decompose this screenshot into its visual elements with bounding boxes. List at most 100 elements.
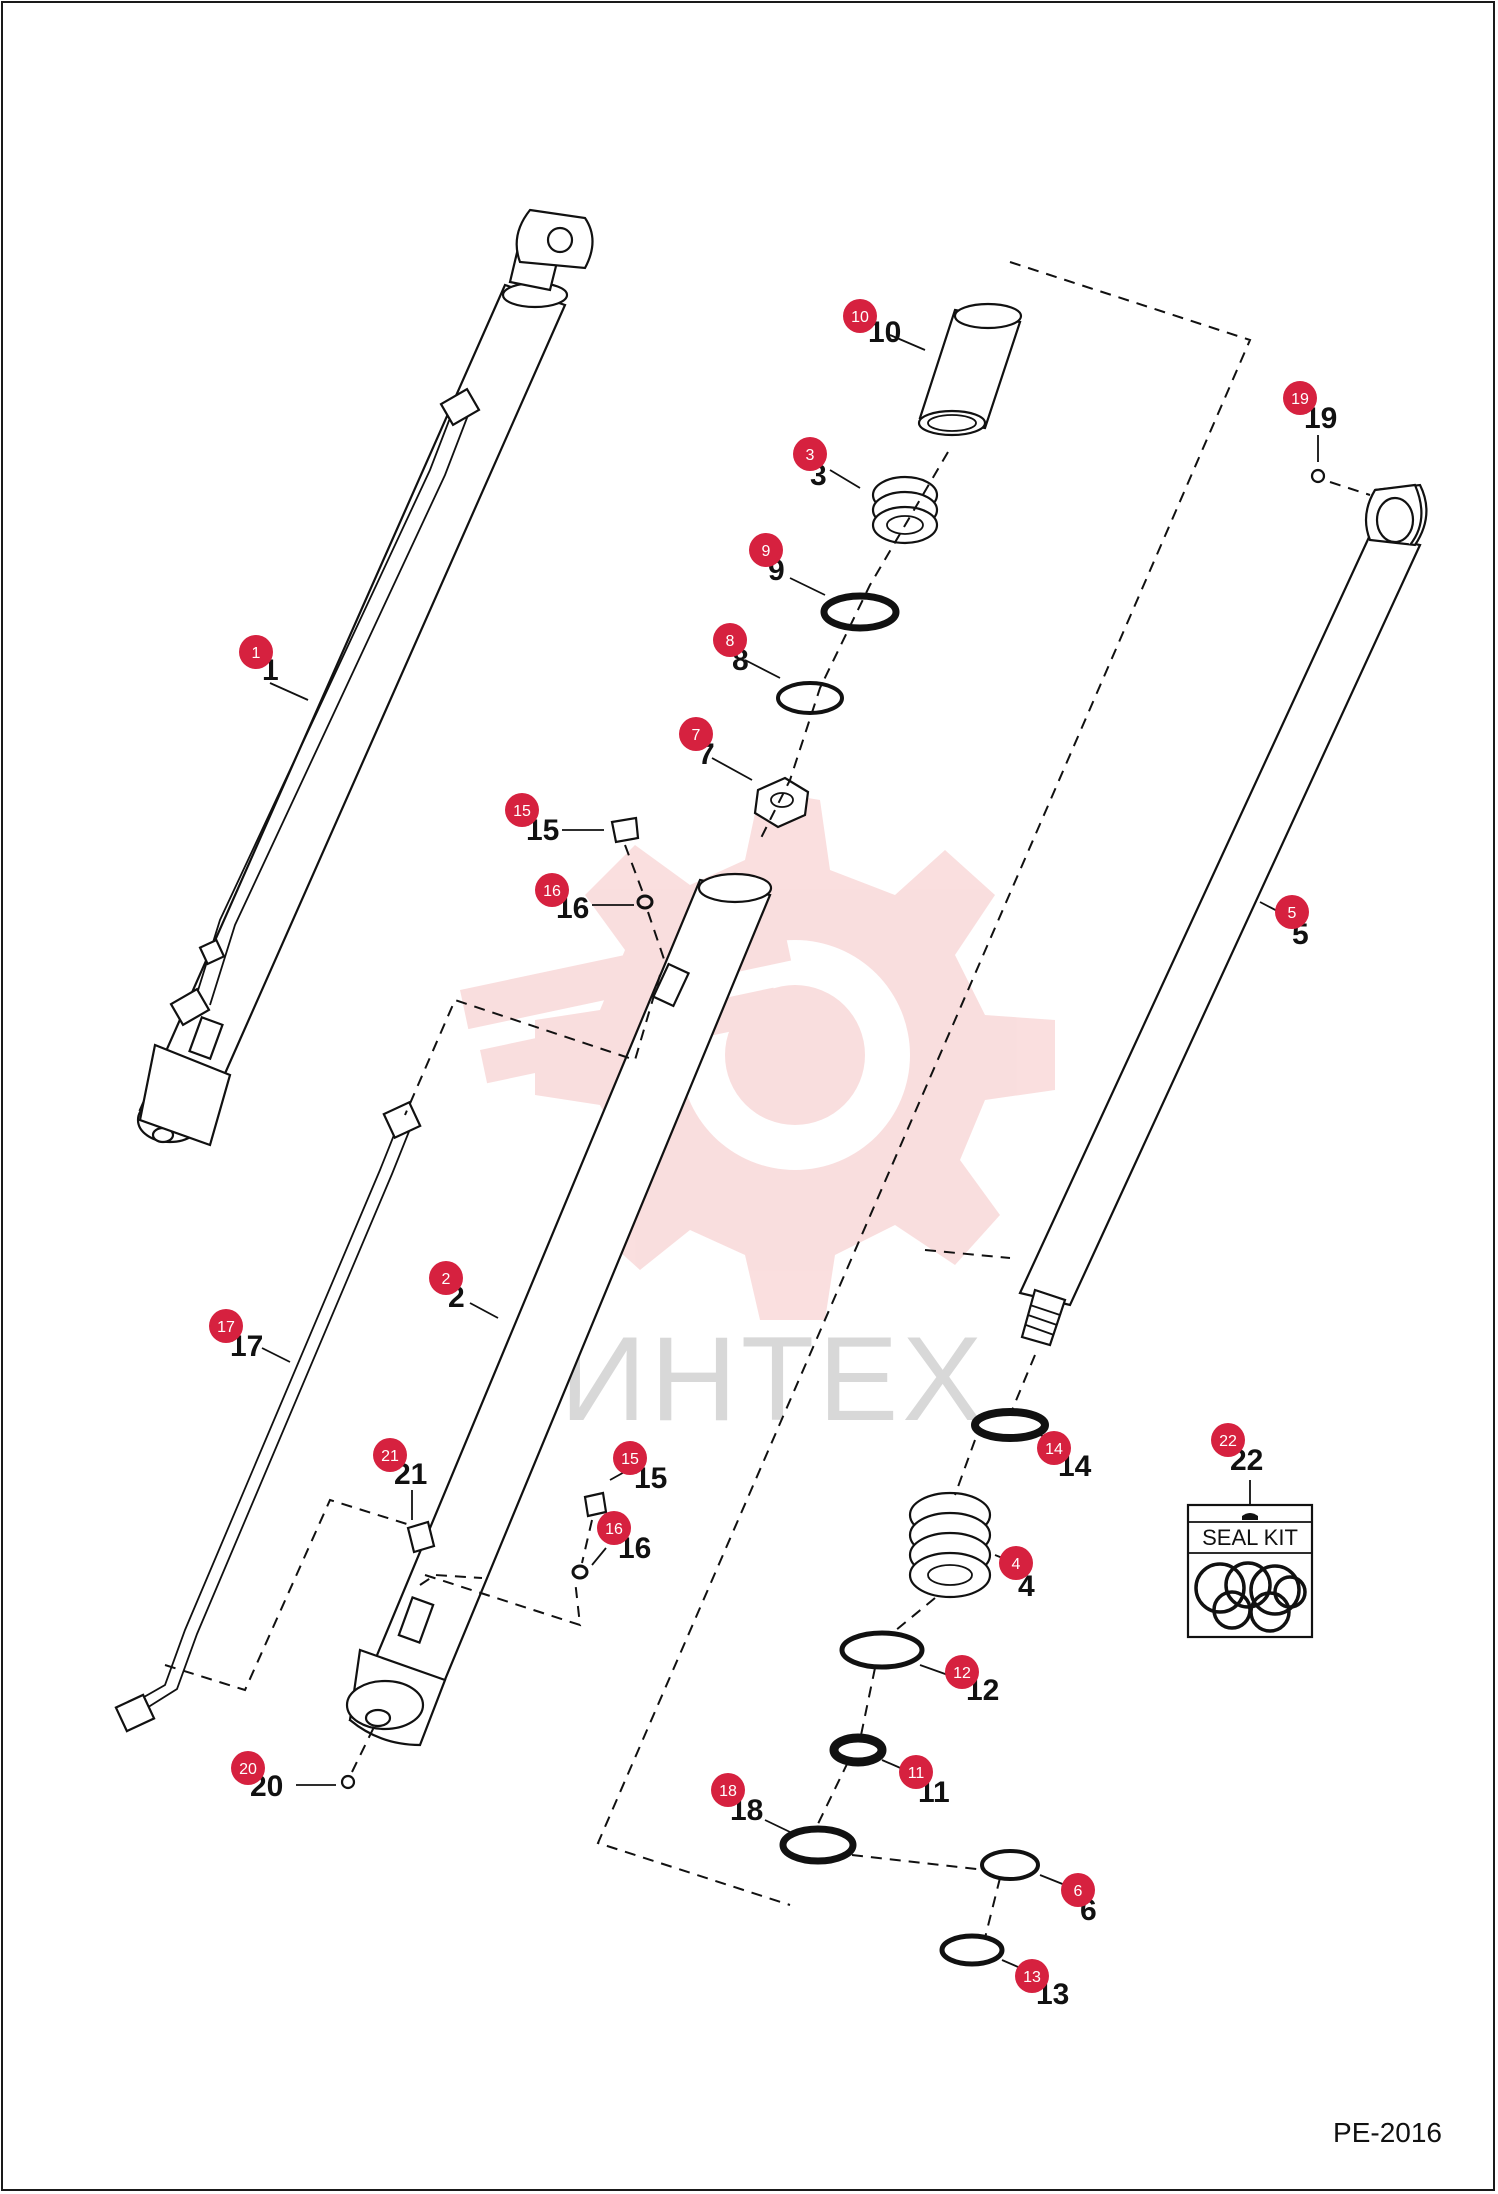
seal-kit-label: SEAL KIT xyxy=(1202,1525,1298,1550)
watermark-text: ИНТЕХ xyxy=(560,1312,986,1446)
wear-ring-14 xyxy=(971,1408,1049,1442)
callout-badge-label-2: 2 xyxy=(442,1271,451,1288)
barrel xyxy=(345,872,773,1747)
seal-12 xyxy=(839,1630,925,1670)
leader-line-3 xyxy=(829,469,861,489)
callout-badge-label-11: 11 xyxy=(908,1765,925,1782)
nut-7 xyxy=(753,776,810,829)
callout-badge-label-7: 7 xyxy=(692,727,701,744)
callout-badge-19[interactable]: 19 xyxy=(1283,381,1317,415)
callout-badge-label-17: 17 xyxy=(217,1319,235,1336)
dashed-line-20 xyxy=(351,1724,376,1773)
rod xyxy=(1018,483,1428,1347)
o-ring-16-upper xyxy=(636,894,654,910)
leader-line-1 xyxy=(269,682,309,701)
nut-7-hole xyxy=(770,792,794,808)
leader-line-7 xyxy=(711,757,753,781)
dashed-line-16-port xyxy=(647,911,667,966)
dashed-line-19 xyxy=(1329,481,1371,496)
grease-fitting-20 xyxy=(340,1774,356,1790)
callout-badge-17[interactable]: 17 xyxy=(209,1309,243,1343)
callout-badge-12[interactable]: 12 xyxy=(945,1655,979,1689)
callout-badge-9[interactable]: 9 xyxy=(749,533,783,567)
callout-badge-10[interactable]: 10 xyxy=(843,299,877,333)
callout-badge-label-1: 1 xyxy=(252,645,261,662)
callout-badge-8[interactable]: 8 xyxy=(713,623,747,657)
callout-badge-label-3: 3 xyxy=(806,447,815,464)
bushing xyxy=(917,302,1023,437)
dashed-path-wear-ring xyxy=(1009,1354,1036,1416)
dashed-path-port-lower-2 xyxy=(419,1573,483,1586)
grease-fitting-19 xyxy=(1310,468,1326,484)
leader-line-8 xyxy=(744,659,781,679)
seal-kit[interactable]: SEAL KIT xyxy=(1186,1480,1314,1639)
callout-badge-label-5: 5 xyxy=(1288,905,1297,922)
dashed-path-rod xyxy=(924,1249,1011,1259)
leader-line-16-lower xyxy=(591,1547,607,1566)
piston xyxy=(908,1491,992,1599)
callout-badge-label-6: 6 xyxy=(1074,1883,1083,1900)
clamp-21 xyxy=(406,1520,436,1554)
o-ring-8 xyxy=(776,681,844,715)
callout-badge-5[interactable]: 5 xyxy=(1275,895,1309,929)
seal-18 xyxy=(779,1825,857,1865)
dashed-path-tube-upper xyxy=(404,974,661,1116)
callout-badge-label-21: 21 xyxy=(381,1448,399,1465)
callout-layer: 1122334455667788991010111112121313141415… xyxy=(209,299,1337,2011)
callout-badge-label-8: 8 xyxy=(726,633,735,650)
callout-badge-18[interactable]: 18 xyxy=(711,1773,745,1807)
leader-line-10 xyxy=(889,334,926,351)
callout-badge-label-10: 10 xyxy=(851,309,869,326)
callout-badge-16a[interactable]: 16 xyxy=(535,873,569,907)
dashed-path-seal-18 xyxy=(814,1761,849,1831)
plug-15-upper xyxy=(610,816,640,844)
callout-badge-3[interactable]: 3 xyxy=(793,437,827,471)
dashed-path-tube-lower xyxy=(164,1498,411,1692)
callout-badge-14[interactable]: 14 xyxy=(1037,1431,1071,1465)
callout-badge-6[interactable]: 6 xyxy=(1061,1873,1095,1907)
callout-badge-label-14: 14 xyxy=(1045,1441,1063,1458)
callout-badge-13[interactable]: 13 xyxy=(1015,1959,1049,1993)
callout-badge-label-9: 9 xyxy=(762,543,771,560)
callout-badge-11[interactable]: 11 xyxy=(899,1755,933,1789)
o-ring-16-lower xyxy=(571,1564,589,1580)
callout-badge-15a[interactable]: 15 xyxy=(505,793,539,827)
leader-line-2 xyxy=(469,1302,499,1319)
callout-badge-16b[interactable]: 16 xyxy=(597,1511,631,1545)
callout-badge-label-16b: 16 xyxy=(605,1521,623,1538)
callout-badge-22[interactable]: 22 xyxy=(1211,1423,1245,1457)
callout-badge-2[interactable]: 2 xyxy=(429,1261,463,1295)
callout-badge-4[interactable]: 4 xyxy=(999,1546,1033,1580)
callout-badge-label-15a: 15 xyxy=(513,803,531,820)
leader-line-9 xyxy=(789,577,826,596)
callout-badge-21[interactable]: 21 xyxy=(373,1438,407,1472)
back-up-ring-6 xyxy=(980,1849,1040,1881)
seal-11 xyxy=(829,1733,887,1767)
dashed-path-seal-11 xyxy=(859,1667,876,1741)
watermark-gear-icon xyxy=(460,790,1055,1320)
dashed-path-port-lower xyxy=(424,1574,582,1627)
dashed-line-15-16-lower xyxy=(581,1519,593,1564)
callout-badge-label-16a: 16 xyxy=(543,883,561,900)
dashed-assembly-path-center xyxy=(759,451,949,841)
callout-badge-label-18: 18 xyxy=(719,1783,737,1800)
dashed-path-seal-12 xyxy=(889,1597,936,1636)
callout-badge-label-22: 22 xyxy=(1219,1433,1237,1450)
leader-line-6 xyxy=(1039,1874,1066,1886)
callout-badge-7[interactable]: 7 xyxy=(679,717,713,751)
callout-badge-15b[interactable]: 15 xyxy=(613,1441,647,1475)
callout-badge-label-20: 20 xyxy=(239,1761,257,1778)
cylinder-assembly xyxy=(136,208,594,1147)
leader-line-18 xyxy=(764,1819,791,1833)
callout-badge-1[interactable]: 1 xyxy=(239,635,273,669)
leader-line-12 xyxy=(919,1664,949,1676)
seal-9 xyxy=(820,592,900,632)
callout-badge-20[interactable]: 20 xyxy=(231,1751,265,1785)
callout-badge-label-4: 4 xyxy=(1012,1556,1021,1573)
dashed-path-piston xyxy=(954,1439,976,1496)
drawing-code: PE-2016 xyxy=(1333,2117,1442,2148)
dashed-path-ring-13 xyxy=(984,1877,1001,1939)
callout-badge-label-15b: 15 xyxy=(621,1451,639,1468)
